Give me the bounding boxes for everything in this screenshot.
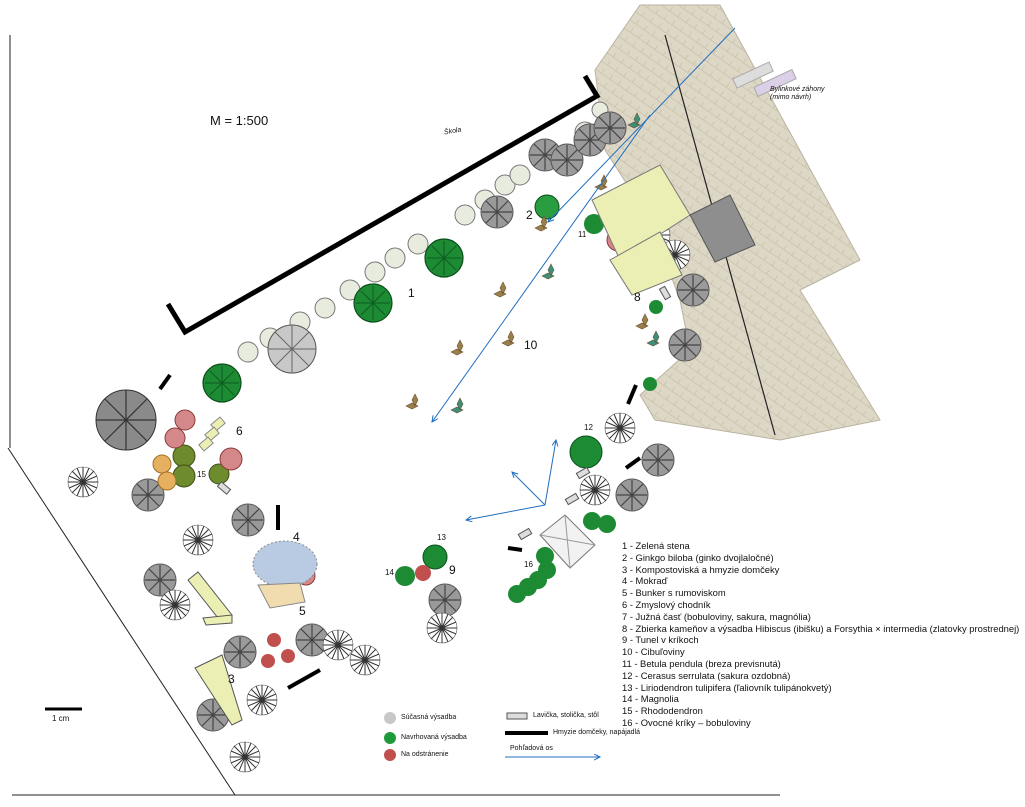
legend-item: 1 - Zelená stena (622, 540, 690, 551)
legend-remove-label: Na odstránenie (401, 751, 449, 758)
zone-number-2: 2 (526, 208, 533, 222)
herb-beds (732, 61, 797, 98)
zone-number-12: 12 (584, 423, 593, 432)
proposed-trees (172, 194, 665, 603)
legend-item: 6 - Zmyslový chodník (622, 598, 711, 610)
compost-bins (187, 571, 243, 726)
zone-number-4: 4 (293, 530, 300, 544)
zone-number-16: 16 (524, 560, 533, 569)
legend-item: 5 - Bunker s rumoviskom (622, 587, 726, 599)
sensory-path (198, 416, 226, 452)
school-wall (165, 74, 601, 336)
legend-item: 16 - Ovocné kríky – bobuloviny (622, 716, 751, 728)
legend-insect-label: Hmyzie domčeky, napájadlá (553, 729, 641, 736)
zone-number-6: 6 (236, 424, 243, 438)
legend-item: 13 - Liriodendron tulipifera (ľaliovník … (622, 681, 832, 693)
legend-item: 3 - Kompostoviská a hmyzie domčeky (622, 563, 780, 575)
insect-houses (158, 373, 642, 690)
wetland (252, 540, 318, 609)
legend-item: 12 - Cerasus serrulata (sakura ozdobná) (622, 669, 791, 681)
symbol-legend-marks (384, 712, 600, 761)
zone-legend: 1 - Zelená stena 2 - Ginkgo biloba (gink… (622, 540, 1019, 729)
zone-number-15: 15 (197, 470, 206, 479)
legend-item: 8 - Zbierka kameňov a výsadba Hibiscus (… (622, 622, 1020, 634)
bulb-plantings (405, 112, 660, 414)
green-wall-hedge (237, 101, 609, 363)
legend-axis-label: Pohľadová os (510, 745, 553, 752)
site-boundary (7, 35, 780, 796)
zone-number-3: 3 (228, 672, 235, 686)
legend-current-label: Súčasná výsadba (401, 714, 457, 721)
zone-number-8: 8 (634, 290, 641, 304)
zone-number-13: 13 (437, 533, 446, 542)
view-axes (432, 27, 736, 520)
legend-item: 7 - Južná časť (bobuloviny, sakura, magn… (622, 610, 811, 622)
legend-bench-label: Lavička, stolička, stôl (533, 712, 599, 719)
legend-item: 4 - Mokraď (622, 575, 668, 587)
pavilion (539, 514, 596, 569)
stone-collection-area (591, 164, 756, 296)
legend-item: 15 - Rhododendron (622, 705, 703, 717)
legend-item: 14 - Magnolia (622, 693, 679, 705)
legend-proposed-label: Navrhovaná výsadba (401, 734, 467, 741)
zone-number-10: 10 (524, 338, 538, 352)
current-trees (95, 111, 710, 732)
zone-number-11: 11 (578, 230, 587, 239)
trees-to-remove (164, 228, 630, 668)
herb-beds-label: Bylinkové záhony (mimo návrh) (770, 86, 825, 101)
legend-item: 9 - Tunel v kríkoch (622, 634, 699, 646)
zone-number-5: 5 (299, 604, 306, 618)
orange-shrubs (152, 192, 640, 491)
scale-label: M = 1:500 (210, 113, 269, 128)
legend-item: 2 - Ginkgo biloba (ginko dvojlaločné) (622, 551, 774, 563)
zone-number-9: 9 (449, 563, 456, 577)
zone-number-14: 14 (385, 568, 394, 577)
legend-item: 11 - Betula pendula (breza previsnutá) (622, 657, 781, 669)
benches (216, 285, 672, 541)
scale-bar-label: 1 cm (52, 714, 70, 723)
zone-number-1: 1 (408, 286, 415, 300)
legend-item: 10 - Cibuľoviny (622, 646, 685, 658)
